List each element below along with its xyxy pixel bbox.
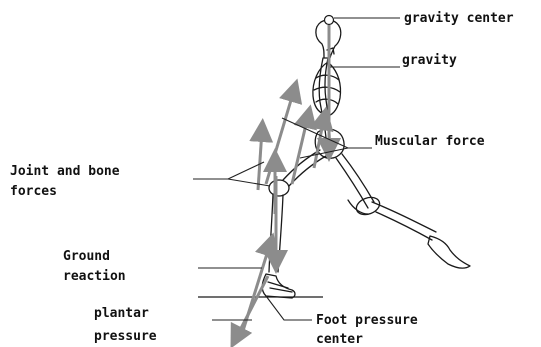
front-femur bbox=[283, 150, 326, 186]
plantar-pressure-arrow bbox=[236, 276, 268, 338]
muscle-force-arrow-upper bbox=[266, 90, 294, 184]
force-arrows bbox=[236, 90, 324, 338]
label-gravity: gravity bbox=[402, 53, 457, 68]
label-muscular-force: Muscular force bbox=[375, 134, 485, 149]
label-joint-bone-forces-1: Joint and bone bbox=[10, 164, 120, 179]
label-ground-reaction-2: reaction bbox=[63, 269, 126, 284]
front-knee bbox=[269, 180, 289, 196]
label-foot-pressure-center-2: center bbox=[316, 332, 363, 347]
label-plantar-pressure-1: plantar bbox=[94, 306, 149, 321]
muscle-force-arrow-lower bbox=[258, 130, 262, 190]
label-gravity-center: gravity center bbox=[404, 11, 514, 26]
label-joint-bone-forces-2: forces bbox=[10, 184, 57, 199]
back-tibia bbox=[372, 202, 436, 240]
leader-joint-c bbox=[228, 179, 270, 186]
label-foot-pressure-center-1: Foot pressure bbox=[316, 313, 418, 328]
leader-foot-pressure-center bbox=[266, 296, 312, 320]
back-foot bbox=[428, 236, 470, 268]
gravity-center-marker bbox=[325, 16, 334, 25]
label-plantar-pressure-2: pressure bbox=[94, 329, 157, 344]
ribs bbox=[314, 75, 340, 104]
label-ground-reaction-1: Ground bbox=[63, 249, 110, 264]
back-femur bbox=[336, 154, 374, 208]
